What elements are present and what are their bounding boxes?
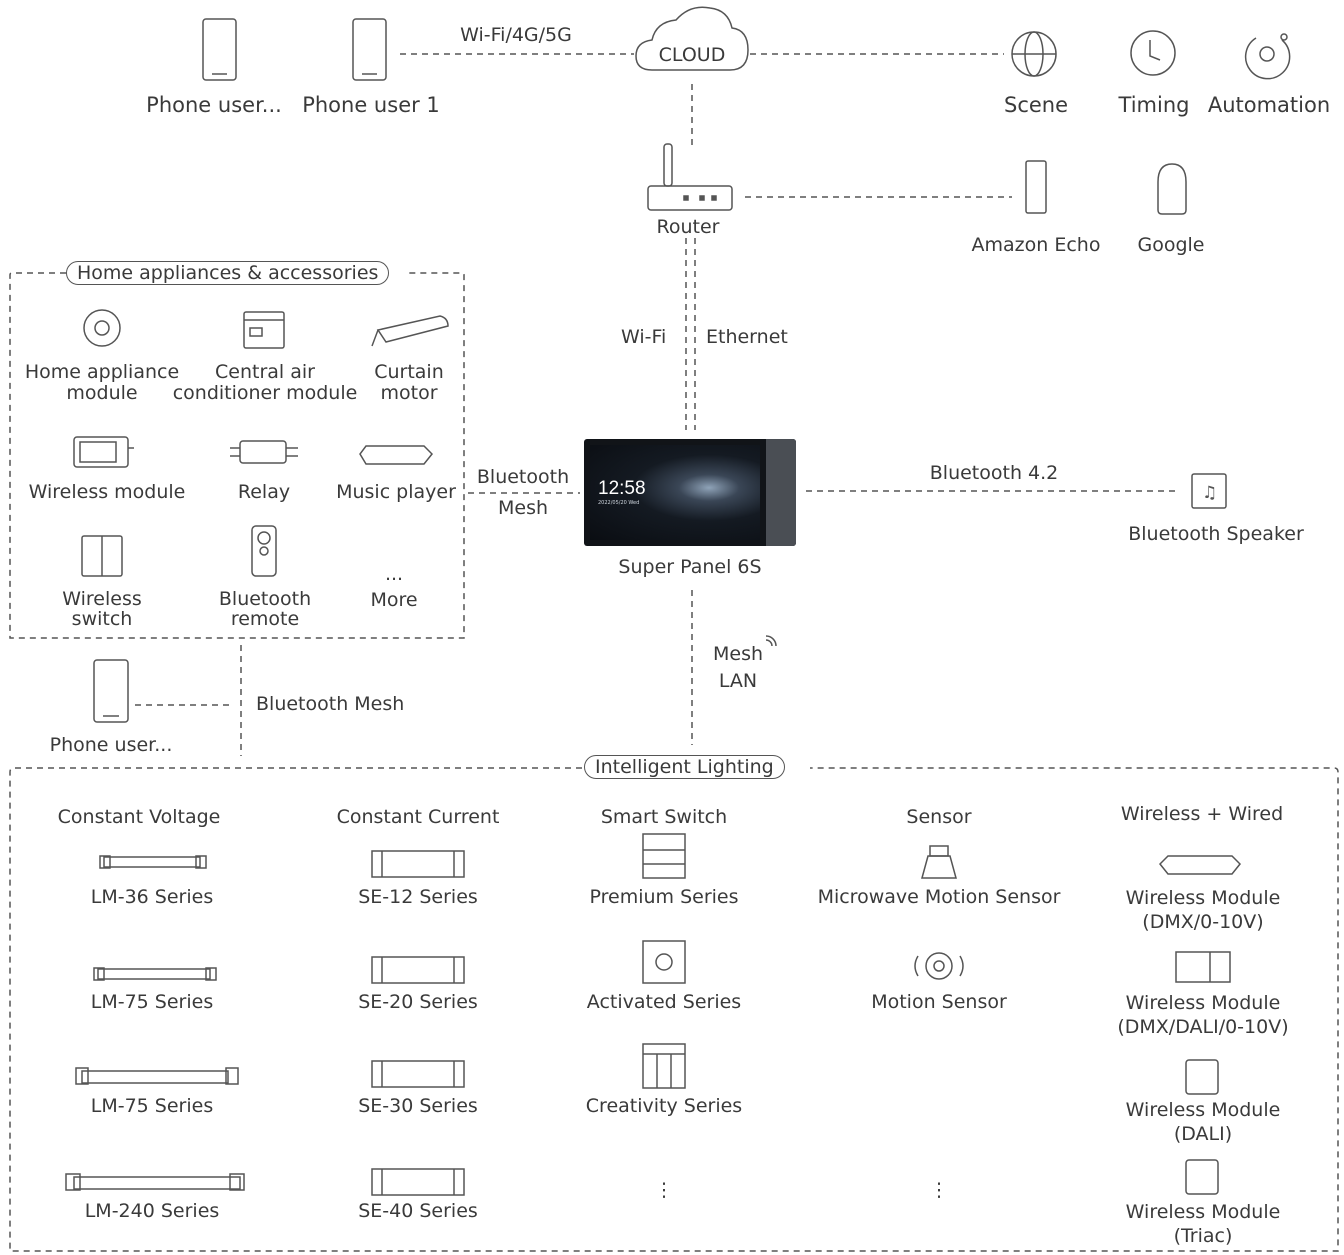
bluetooth-remote-icon [251, 525, 277, 577]
list-item: SE-20 Series [358, 991, 478, 1013]
column-header: Constant Current [336, 806, 500, 828]
more-dots: ⋮ [654, 1179, 674, 1201]
panel-side-strip [766, 439, 796, 546]
list-item: Premium Series [589, 886, 739, 908]
list-item: Wireless Module (Triac) [1125, 1201, 1281, 1247]
wireless-switch-label: Wireless switch [62, 588, 142, 630]
ethernet-label: Ethernet [706, 326, 788, 348]
more-label: More [370, 589, 418, 611]
bluetooth-speaker-label: Bluetooth Speaker [1128, 523, 1304, 545]
music-player-icon [359, 445, 434, 465]
wireless-switch-icon [81, 535, 123, 577]
music-player-label: Music player [336, 481, 456, 503]
list-item: Microwave Motion Sensor [817, 886, 1061, 908]
panel-time: 12:58 [598, 478, 646, 499]
phone-user-1-label: Phone user 1 [302, 93, 440, 117]
home-appliance-module-label: Home appliance module [24, 361, 180, 404]
wifi-label: Wi-Fi [621, 326, 667, 348]
module-icons [1158, 855, 1242, 1195]
driver-icons-cv [65, 855, 245, 1191]
air-conditioner-icon [243, 311, 285, 349]
bluetooth-label: Bluetooth [476, 466, 570, 488]
appliances-group-title: Home appliances & accessories [66, 261, 390, 285]
list-item: Activated Series [586, 991, 742, 1013]
automation-icon [1244, 33, 1291, 80]
phone-icon [202, 18, 237, 81]
list-item: LM-36 Series [90, 886, 214, 908]
list-item: SE-40 Series [358, 1200, 478, 1222]
bluetooth-mesh-label: Bluetooth Mesh [256, 693, 405, 715]
bluetooth-42-label: Bluetooth 4.2 [929, 462, 1059, 484]
relay-icon [230, 440, 298, 464]
router-icon [647, 143, 733, 211]
more-dots: ... [384, 563, 404, 585]
phone-icon [352, 18, 387, 81]
list-item: LM-240 Series [84, 1200, 220, 1222]
cloud-label: CLOUD [658, 44, 726, 66]
list-item: LM-75 Series [90, 991, 214, 1013]
globe-icon [1011, 31, 1057, 77]
clock-icon [1130, 30, 1176, 76]
list-item: SE-30 Series [358, 1095, 478, 1117]
phone-user-bottom-label: Phone user... [49, 734, 173, 756]
list-item: Wireless Module (DMX/DALI/0-10V) [1117, 992, 1289, 1038]
panel-date: 2022/05/20 Wed [598, 500, 640, 506]
switch-icons [642, 833, 686, 1089]
wifi-4g-5g-label: Wi-Fi/4G/5G [460, 24, 572, 46]
mesh-label: Mesh [497, 497, 549, 519]
wireless-module-label: Wireless module [28, 481, 186, 503]
super-panel-label: Super Panel 6S [618, 556, 762, 578]
phone-icon [93, 659, 129, 723]
super-panel-device: 12:58 2022/05/20 Wed [584, 439, 796, 546]
curtain-motor-label: Curtain motor [374, 361, 444, 404]
timing-label: Timing [1118, 93, 1190, 117]
speaker-icon: ♫ [1191, 473, 1227, 509]
amazon-echo-label: Amazon Echo [971, 234, 1101, 256]
column-header: Smart Switch [600, 806, 728, 828]
list-item: Wireless Module (DMX/0-10V) [1125, 887, 1281, 933]
list-item: SE-12 Series [358, 886, 478, 908]
bluetooth-remote-label: Bluetooth remote [218, 588, 312, 630]
list-item: Wireless Module (DALI) [1125, 1099, 1281, 1145]
lighting-group-title: Intelligent Lighting [584, 755, 785, 779]
list-item: Motion Sensor [871, 991, 1007, 1013]
svg-text:♫: ♫ [1202, 483, 1217, 503]
relay-label: Relay [237, 481, 291, 503]
automation-label: Automation [1207, 93, 1331, 117]
list-item: LM-75 Series [90, 1095, 214, 1117]
more-dots: ⋮ [929, 1179, 949, 1201]
wireless-module-icon [73, 436, 134, 468]
mesh-lan-lan: LAN [718, 670, 758, 692]
echo-icon [1025, 160, 1047, 214]
google-label: Google [1137, 234, 1205, 256]
connection-lines [9, 53, 1339, 1252]
column-header: Sensor [906, 806, 972, 828]
cloud-shape [635, 6, 749, 71]
google-home-icon [1157, 163, 1187, 215]
column-header: Constant Voltage [57, 806, 221, 828]
mesh-lan-mesh: Mesh [712, 643, 764, 665]
scene-label: Scene [1003, 93, 1069, 117]
panel-screen [590, 445, 760, 540]
sensor-icons [914, 845, 964, 980]
driver-icons-cc [371, 850, 465, 1196]
list-item: Creativity Series [585, 1095, 743, 1117]
appliance-module-icon [83, 309, 121, 347]
central-air-label: Central air conditioner module [172, 361, 358, 404]
curtain-motor-icon [371, 315, 449, 347]
router-label: Router [656, 216, 720, 238]
column-header: Wireless + Wired [1120, 803, 1284, 825]
phone-user-more-label: Phone user... [146, 93, 282, 117]
signal-icon [765, 639, 773, 647]
